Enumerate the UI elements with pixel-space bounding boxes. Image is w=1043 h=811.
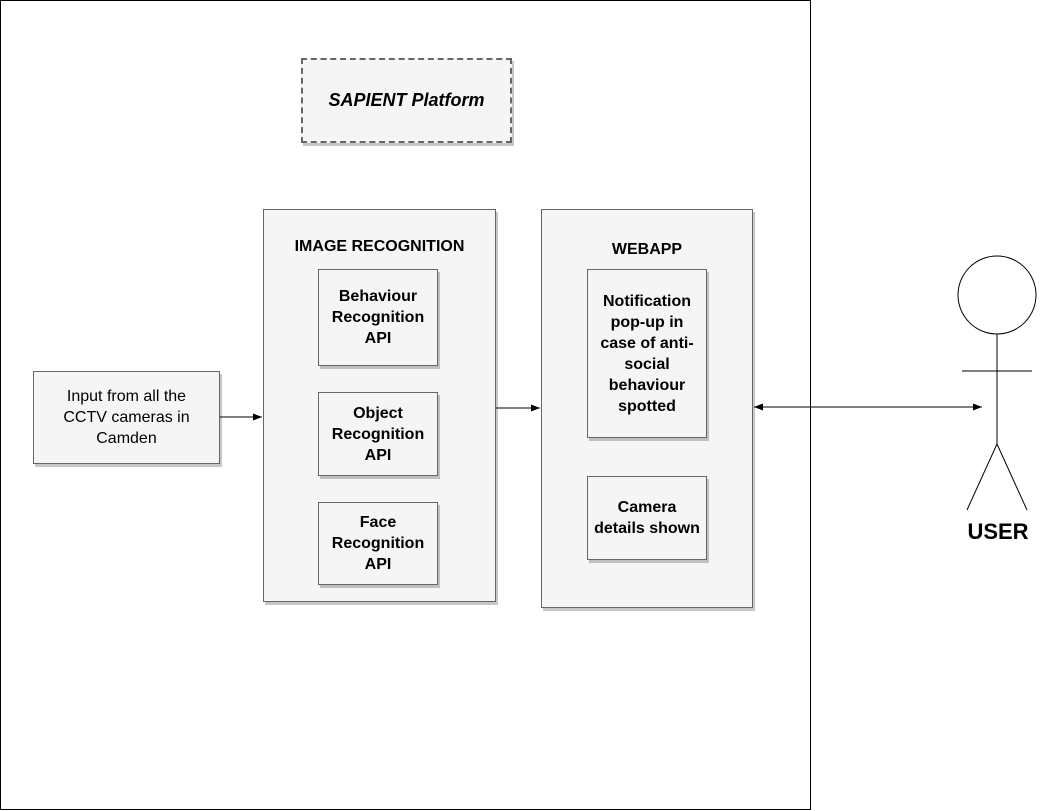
behaviour-recognition-api-node: Behaviour Recognition API	[318, 269, 438, 366]
face-recognition-api-label: Face Recognition API	[331, 514, 425, 573]
actor-right-leg	[996, 443, 1028, 511]
notification-popup-label: Notification pop-up in case of anti-soci…	[600, 292, 694, 415]
webapp-label: WEBAPP	[611, 241, 683, 258]
camera-details-label: Camera details shown	[594, 499, 700, 537]
notification-popup-node: Notification pop-up in case of anti-soci…	[587, 269, 707, 438]
stick-figure-icon	[957, 255, 1037, 511]
actor-head	[957, 255, 1037, 335]
camera-details-node: Camera details shown	[587, 476, 707, 560]
actor-left-leg	[966, 443, 998, 511]
face-recognition-api-node: Face Recognition API	[318, 502, 438, 585]
platform-title: SAPIENT Platform	[328, 90, 485, 110]
object-recognition-api-node: Object Recognition API	[318, 392, 438, 476]
cctv-input-label: Input from all the CCTV cameras in Camde…	[63, 388, 190, 447]
cctv-input-node: Input from all the CCTV cameras in Camde…	[33, 371, 220, 464]
behaviour-recognition-api-label: Behaviour Recognition API	[331, 288, 425, 347]
platform-title-box: SAPIENT Platform	[301, 58, 512, 143]
image-recognition-label: IMAGE RECOGNITION	[294, 238, 465, 255]
user-actor-label: USER	[967, 519, 1029, 544]
object-recognition-api-label: Object Recognition API	[331, 404, 425, 464]
